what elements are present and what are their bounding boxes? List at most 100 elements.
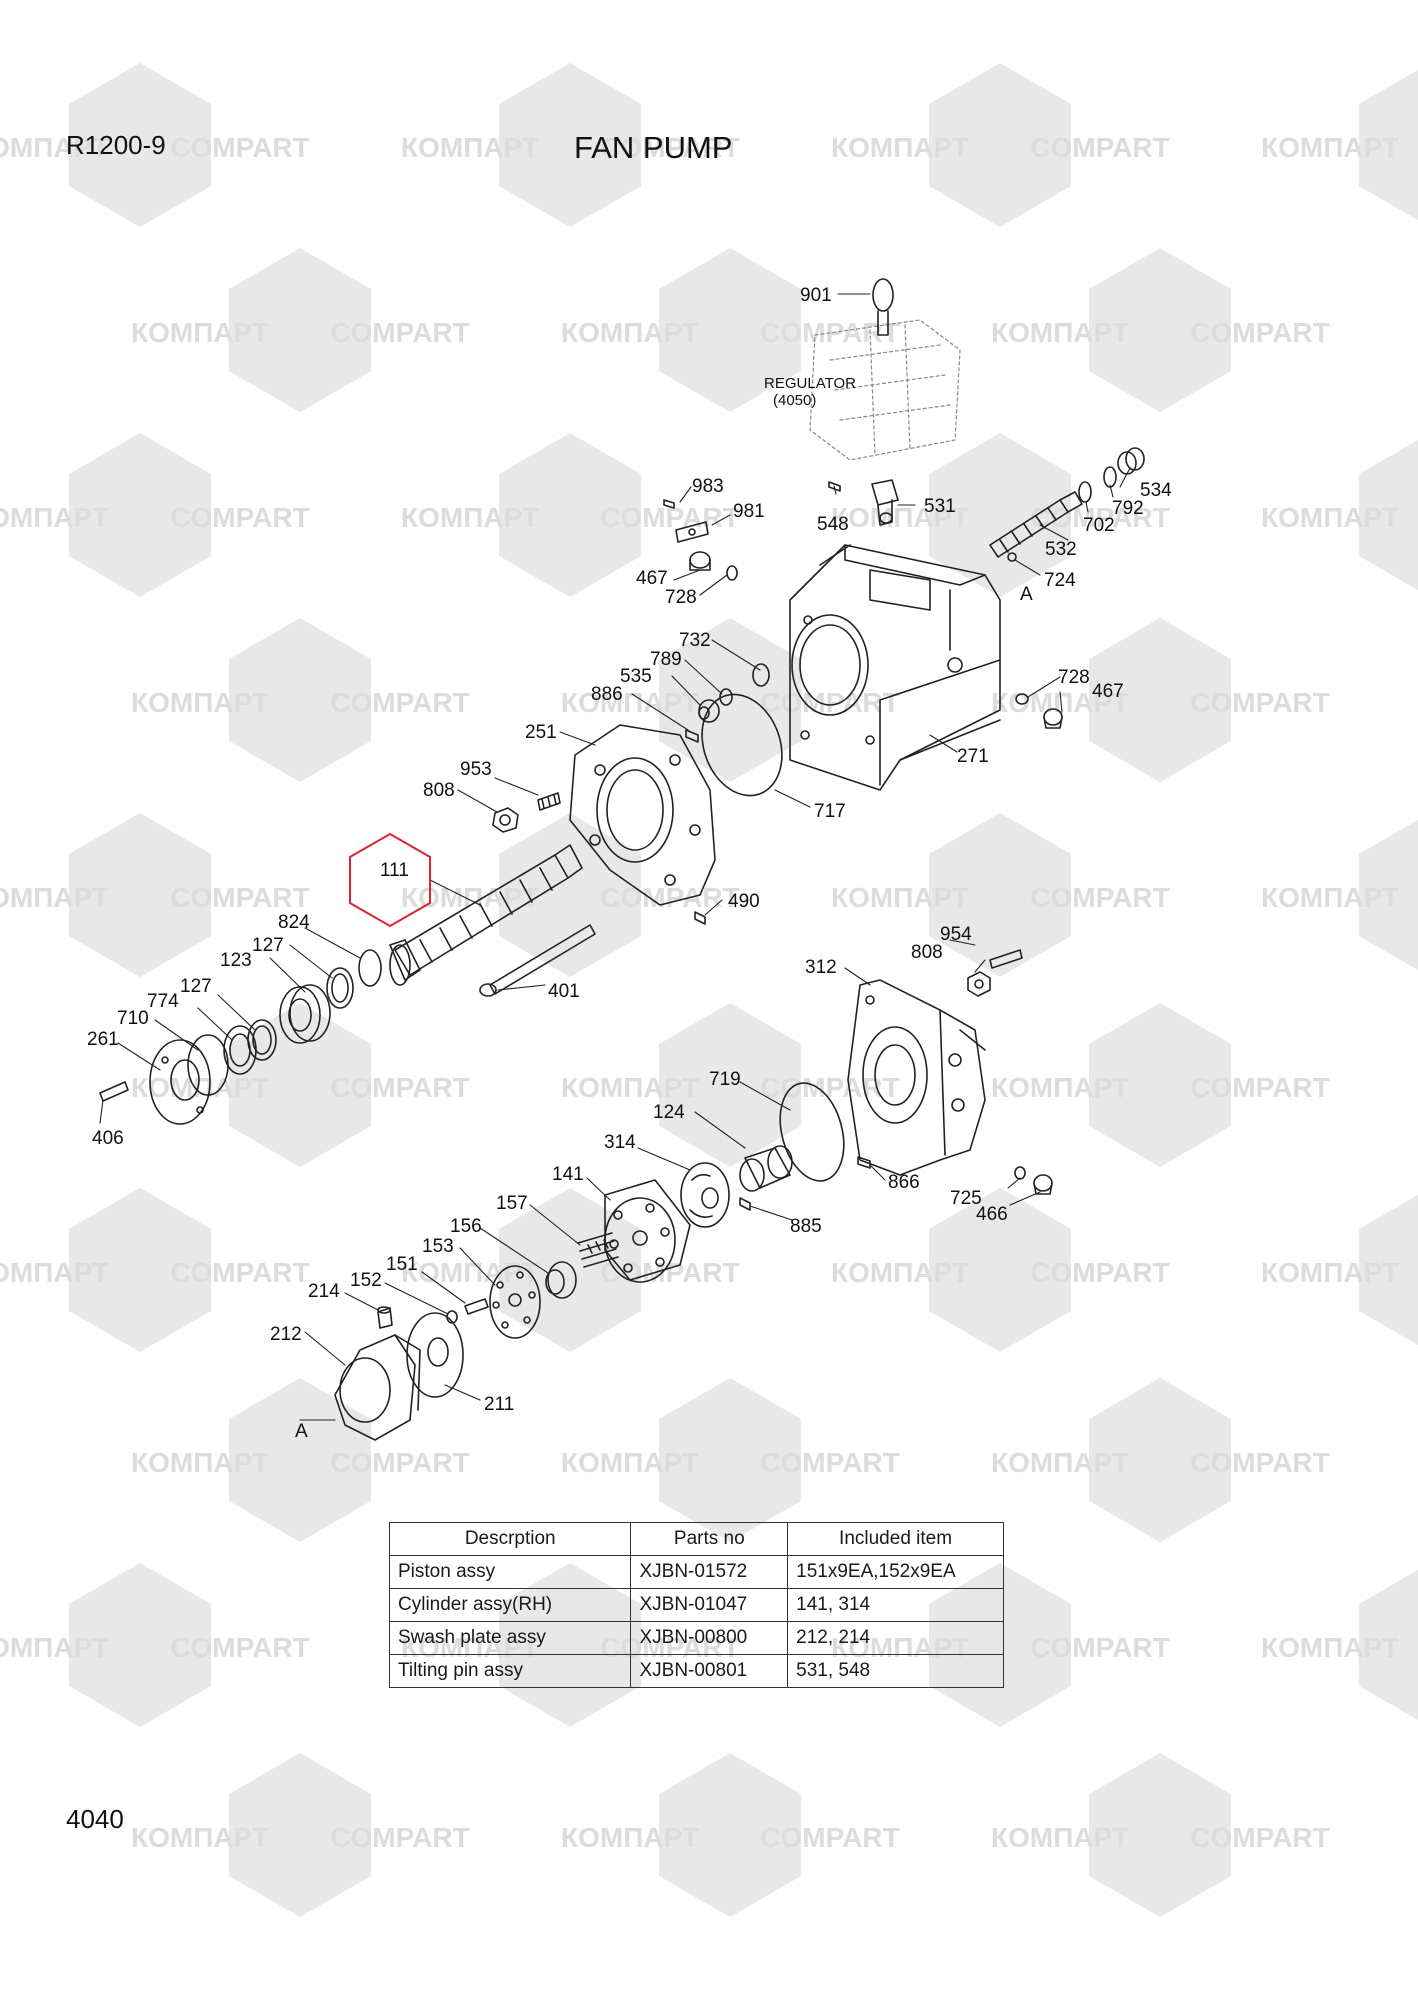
callout-728-top: 728 <box>665 587 697 608</box>
callout-732: 732 <box>679 630 711 651</box>
callout-702: 702 <box>1083 515 1115 536</box>
watermark-text-latin: COMPART <box>600 882 739 913</box>
watermark-text-cyrillic: КОМПАРТ <box>0 1632 109 1663</box>
watermark-logo: КОМПАРТ COMPART <box>561 1378 900 1542</box>
column-header: Parts no <box>630 1522 789 1556</box>
watermark-logo: КОМПАРТ COMPART <box>0 1188 310 1352</box>
oring-702 <box>1078 481 1092 503</box>
watermark-text-cyrillic: КОМПАРТ <box>991 1822 1129 1853</box>
watermark-text-latin: COMPART <box>600 132 739 163</box>
pump-casing-271 <box>789 544 1001 791</box>
callout-728-right: 728 <box>1058 667 1090 688</box>
pin-983 <box>663 499 675 509</box>
callout-866: 866 <box>888 1172 920 1193</box>
watermark-text-cyrillic: КОМПАРТ <box>991 317 1129 348</box>
nut-808-left <box>492 807 519 833</box>
callout-953: 953 <box>460 759 492 780</box>
pin-885 <box>739 1197 751 1211</box>
watermark-text-latin: COMPART <box>170 1257 309 1288</box>
watermark-text-cyrillic: КОМПАРТ <box>1261 132 1399 163</box>
watermark-text-cyrillic: КОМПАРТ <box>0 502 109 533</box>
watermark-logo: КОМПАРТ COMPART <box>131 1003 470 1167</box>
table-row: Tilting pin assy XJBN-00801 531, 548 <box>388 1654 1004 1688</box>
oring-717 <box>701 693 783 797</box>
callout-710: 710 <box>117 1008 149 1029</box>
oring-792 <box>1103 466 1117 488</box>
watermark-text-latin: COMPART <box>760 1822 899 1853</box>
table-cell: Tilting pin assy <box>388 1654 632 1688</box>
pin-866 <box>857 1156 871 1169</box>
callout-725: 725 <box>950 1188 982 1209</box>
callout-467-right: 467 <box>1092 681 1124 702</box>
watermark-text-cyrillic: КОМПАРТ <box>131 317 269 348</box>
valve-plate-314 <box>680 1162 730 1228</box>
callout-127-b: 127 <box>180 976 212 997</box>
watermark-text-latin: COMPART <box>1030 132 1169 163</box>
nut-808-right <box>967 971 991 997</box>
watermark-text-latin: COMPART <box>330 1447 469 1478</box>
leader-lines <box>99 293 1131 1421</box>
table-cell: Cylinder assy(RH) <box>388 1588 632 1622</box>
watermark-logo: КОМПАРТ COMPART <box>561 1753 900 1917</box>
watermark-text-latin: COMPART <box>760 1447 899 1478</box>
watermark-text-cyrillic: КОМПАРТ <box>561 687 699 718</box>
piston-151 <box>464 1298 489 1315</box>
watermark-text-cyrillic: КОМПАРТ <box>831 1257 969 1288</box>
seal-cover-251 <box>569 724 716 906</box>
callout-141: 141 <box>552 1164 584 1185</box>
stud-954 <box>989 949 1023 969</box>
callout-824: 824 <box>278 912 310 933</box>
watermark-text-cyrillic: КОМПАРТ <box>561 1447 699 1478</box>
oring-728-top <box>726 565 738 581</box>
pin-886 <box>685 729 699 743</box>
watermark-text-cyrillic: КОМПАРТ <box>0 1257 109 1288</box>
watermark-text-cyrillic: КОМПАРТ <box>561 1822 699 1853</box>
table-row: Swash plate assy XJBN-00800 212, 214 <box>388 1621 1004 1655</box>
valve-block-312 <box>847 979 986 1176</box>
table-cell: Piston assy <box>388 1555 632 1589</box>
callout-406: 406 <box>92 1128 124 1149</box>
page-number: 4040 <box>66 1804 124 1834</box>
watermark-text-latin: COMPART <box>170 132 309 163</box>
plug-535 <box>698 699 720 723</box>
retainer-plate-153 <box>489 1265 541 1339</box>
watermark-text-latin: COMPART <box>170 882 309 913</box>
watermark-text-cyrillic: КОМПАРТ <box>1261 1257 1399 1288</box>
watermark-text-cyrillic: КОМПАРТ <box>131 1822 269 1853</box>
page-title: FAN PUMP <box>574 130 733 165</box>
regulator-ghost <box>809 319 961 461</box>
seal-774 <box>223 1025 257 1075</box>
plate-981 <box>675 521 709 543</box>
callout-157: 157 <box>496 1193 528 1214</box>
watermark-text-cyrillic: КОМПАРТ <box>131 1072 269 1103</box>
highlight-hexagon <box>349 832 431 928</box>
watermark-text-latin: COMPART <box>330 1072 469 1103</box>
seal-cover-261 <box>149 1039 211 1125</box>
plug-466 <box>1033 1174 1053 1195</box>
callout-152: 152 <box>350 1270 382 1291</box>
table-cell: Swash plate assy <box>388 1621 632 1655</box>
screw-532 <box>989 491 1083 558</box>
callout-719: 719 <box>709 1069 741 1090</box>
watermark-text-latin: COMPART <box>1030 882 1169 913</box>
view-marker-a-top: A <box>1020 584 1033 605</box>
callout-271: 271 <box>957 746 989 767</box>
watermark-text-cyrillic: КОМПАРТ <box>0 132 109 163</box>
watermark-text-cyrillic: КОМПАРТ <box>1261 882 1399 913</box>
watermark-text-latin: COMPART <box>170 1632 309 1663</box>
watermark-text-cyrillic: КОМПАРТ <box>561 1072 699 1103</box>
bearing-123 <box>279 984 331 1044</box>
callout-153: 153 <box>422 1236 454 1257</box>
callout-214: 214 <box>308 1281 340 1302</box>
oring-789 <box>719 688 733 706</box>
callout-261: 261 <box>87 1029 119 1050</box>
callout-251: 251 <box>525 722 557 743</box>
